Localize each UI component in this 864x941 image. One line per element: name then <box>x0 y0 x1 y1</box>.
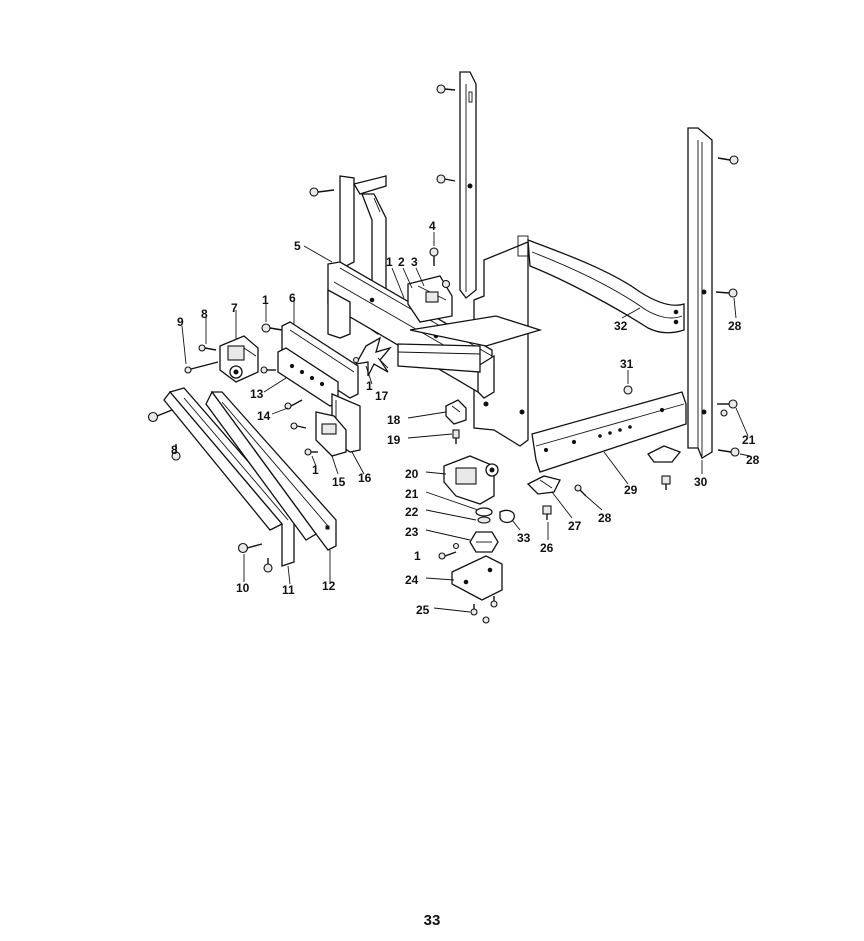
callout-8-upper: 8 <box>201 307 208 321</box>
upright-screw <box>309 187 335 197</box>
small-bracket <box>407 275 453 323</box>
bracket-15 <box>315 411 347 457</box>
callout-25: 25 <box>416 603 430 617</box>
screw-1-upper-left <box>261 323 283 333</box>
fan-clip-17 <box>352 336 392 377</box>
screw-10 <box>237 542 273 573</box>
callout-29: 29 <box>624 483 638 497</box>
callout-4: 4 <box>429 219 436 233</box>
callout-28-bottom-right: 28 <box>746 453 760 467</box>
top-cross-brace <box>527 239 685 334</box>
callout-32: 32 <box>614 319 628 333</box>
callout-12: 12 <box>322 579 336 593</box>
screw-1-lower <box>438 542 460 560</box>
callout-11: 11 <box>282 583 295 597</box>
callout-18: 18 <box>387 413 401 427</box>
floor-channel <box>397 315 543 373</box>
callout-2: 2 <box>398 255 405 269</box>
screw-31 <box>623 385 633 395</box>
washer-21-22 <box>475 507 493 524</box>
callout-26: 26 <box>540 541 554 555</box>
screw-left-rail <box>147 409 173 423</box>
callout-28-lower: 28 <box>598 511 612 525</box>
clip-27 <box>526 475 561 495</box>
callout-labels: 1 2 3 4 5 6 7 8 9 1 13 14 17 18 19 1 15 … <box>171 219 760 617</box>
callout-20: 20 <box>405 467 419 481</box>
callout-31: 31 <box>620 357 634 371</box>
clip-18 <box>445 399 467 425</box>
callout-21-right: 21 <box>742 433 756 447</box>
pin-26 <box>542 505 552 520</box>
screw-near-15 <box>290 422 318 456</box>
rail-screw-right-top <box>717 155 739 165</box>
callout-17: 17 <box>375 389 389 403</box>
callout-24: 24 <box>405 573 419 587</box>
screw-28-lower <box>574 484 587 497</box>
angle-rail-11 <box>163 387 295 567</box>
rail-screw-mid <box>436 174 456 184</box>
leader-lines <box>181 232 751 613</box>
rail-screw-right-low <box>717 399 740 457</box>
callout-23: 23 <box>405 525 419 539</box>
callout-16: 16 <box>358 471 372 485</box>
callout-1-left: 1 <box>262 293 269 307</box>
callout-30: 30 <box>694 475 708 489</box>
callout-7: 7 <box>231 301 238 315</box>
rail-screw-right-28 <box>715 288 738 298</box>
center-vertical-rail <box>459 71 477 299</box>
screw-8-lower <box>171 444 181 461</box>
angle-rail-12 <box>205 390 337 551</box>
page-number: 33 <box>423 912 441 929</box>
callout-1-screw: 1 <box>312 463 319 477</box>
callout-19: 19 <box>387 433 401 447</box>
bracket-screw <box>441 279 451 289</box>
screw-9 <box>184 361 219 374</box>
part-33 <box>499 509 515 524</box>
callout-14: 14 <box>257 409 271 423</box>
rail-screw-top <box>436 84 456 94</box>
callout-13: 13 <box>250 387 264 401</box>
clip-right <box>647 445 682 490</box>
callout-1-mid: 1 <box>366 379 373 393</box>
lower-right-bar-29 <box>531 391 687 473</box>
screws-25 <box>470 596 498 624</box>
pin-19 <box>452 429 460 444</box>
callout-1-bottom: 1 <box>414 549 421 563</box>
plate-24 <box>451 555 503 601</box>
callout-21-lower: 21 <box>405 487 419 501</box>
callout-27: 27 <box>568 519 582 533</box>
valve-20 <box>443 455 499 505</box>
callout-33: 33 <box>517 531 531 545</box>
callout-1-top: 1 <box>386 255 393 269</box>
callout-22: 22 <box>405 505 419 519</box>
callout-10: 10 <box>236 581 250 595</box>
callout-15: 15 <box>332 475 346 489</box>
screw-left-small <box>260 366 276 374</box>
screw-8 <box>198 344 217 352</box>
callout-3: 3 <box>411 255 418 269</box>
callout-6: 6 <box>289 291 296 305</box>
right-vertical-rail <box>687 127 713 459</box>
callout-5: 5 <box>294 239 301 253</box>
nut-4 <box>429 247 439 266</box>
screw-14 <box>284 399 303 410</box>
callout-28-right: 28 <box>728 319 742 333</box>
callout-9: 9 <box>177 315 184 329</box>
callout-8-lower: 8 <box>171 443 178 457</box>
fitting-23 <box>469 531 499 553</box>
hinge-block-7 <box>219 335 259 383</box>
